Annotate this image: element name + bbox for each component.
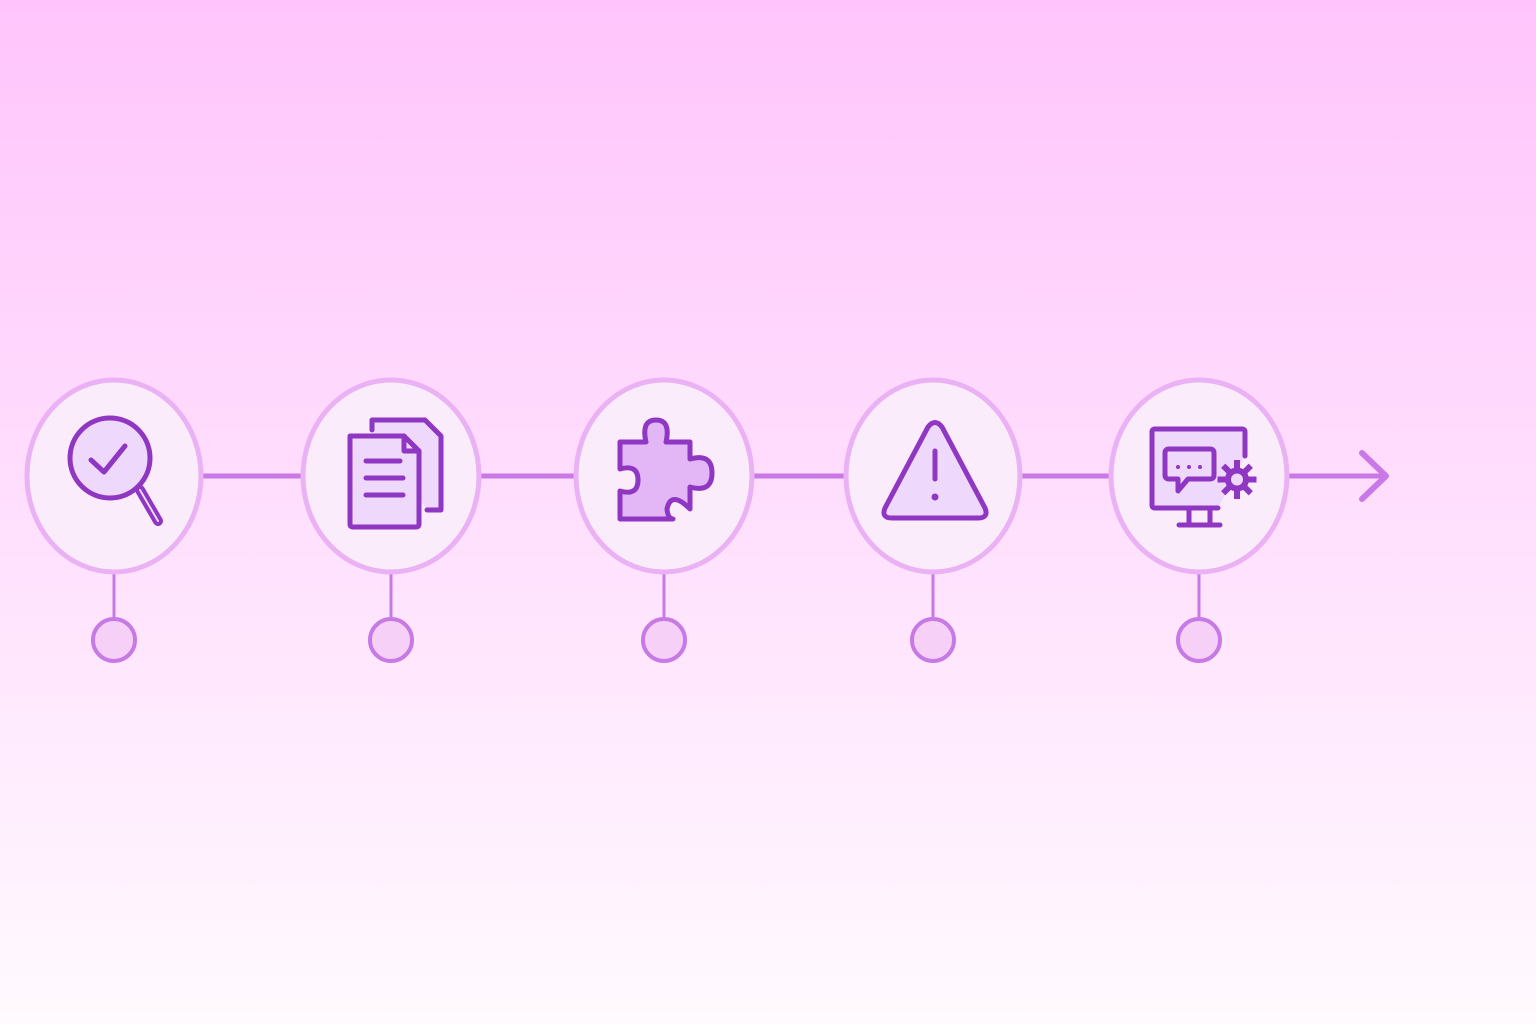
step-1-node bbox=[91, 617, 137, 663]
monitor-chat-gear-icon bbox=[1149, 426, 1257, 528]
step-2-node bbox=[368, 617, 414, 663]
step-4 bbox=[843, 377, 1023, 663]
step-5-node bbox=[1176, 617, 1222, 663]
step-2 bbox=[300, 377, 482, 663]
arrow-right-icon bbox=[1359, 450, 1389, 502]
gear-icon bbox=[1217, 460, 1257, 499]
step-3 bbox=[573, 377, 755, 663]
step-5 bbox=[1108, 377, 1290, 663]
step-4-node bbox=[910, 617, 956, 663]
step-3-node bbox=[641, 617, 687, 663]
puzzle-piece-icon bbox=[617, 417, 715, 522]
documents-icon bbox=[347, 417, 444, 530]
step-1 bbox=[24, 377, 204, 663]
warning-triangle-icon bbox=[881, 420, 989, 521]
search-check-icon bbox=[67, 415, 163, 526]
